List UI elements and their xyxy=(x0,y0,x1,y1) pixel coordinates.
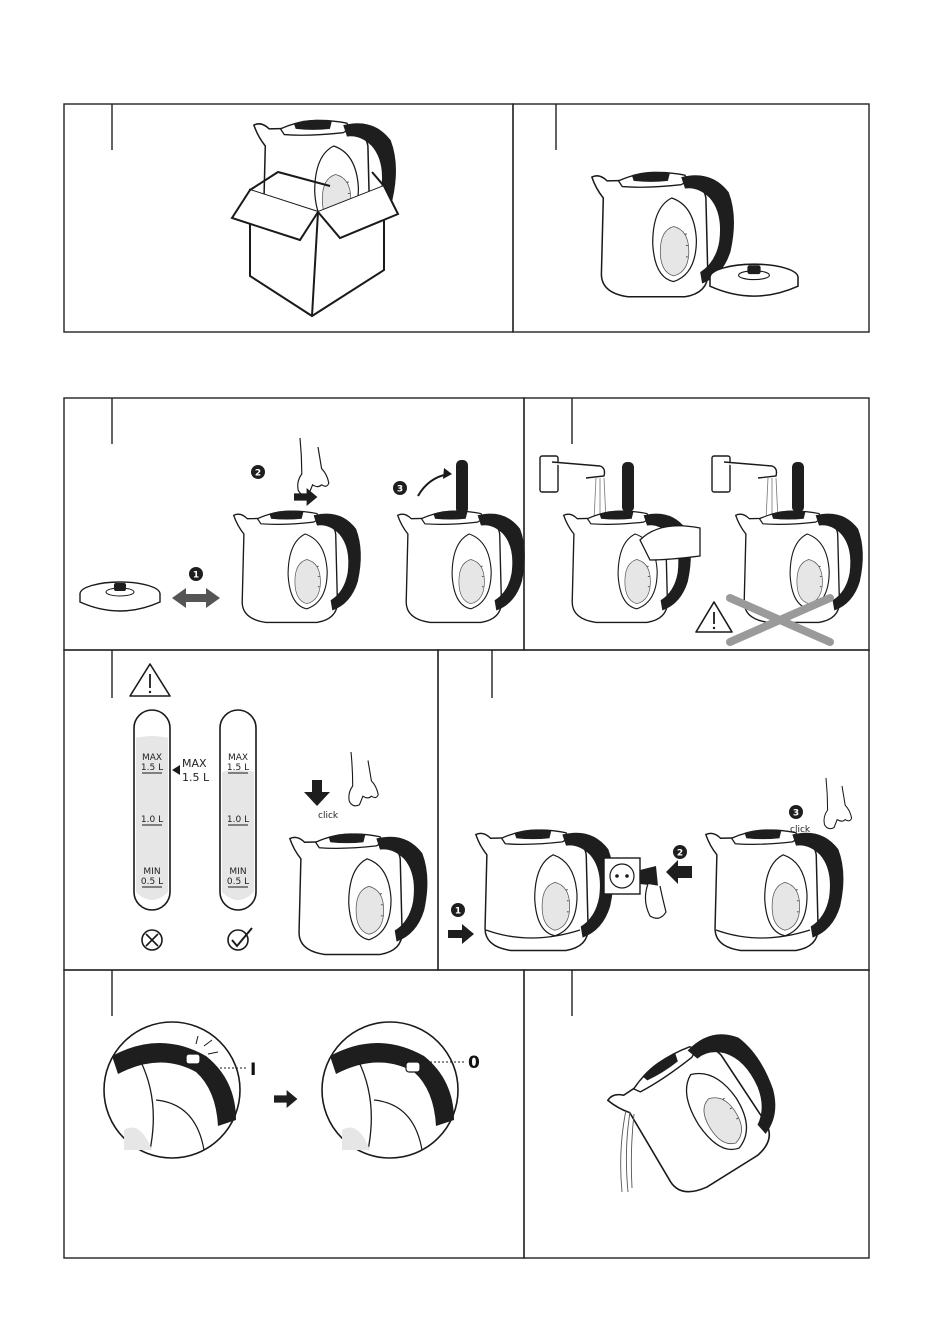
click-label: click xyxy=(318,811,339,821)
level-tube-overfilled: MAX 1.5 L 1.0 L MIN 0.5 L xyxy=(134,710,170,910)
pointer-max-value: 1.5 L xyxy=(182,771,210,784)
base-illustration xyxy=(80,582,160,611)
base-illustration xyxy=(710,264,798,296)
kettle-in-box-illustration xyxy=(232,120,398,316)
kettle-on-base-illustration xyxy=(476,829,614,950)
check-circle-icon xyxy=(228,928,252,950)
power-socket-icon xyxy=(604,858,666,918)
tube-max-label: MAX xyxy=(142,753,162,763)
kettle-open-lid-illustration xyxy=(398,511,525,623)
off-label: 0 xyxy=(468,1053,480,1073)
tube-max-value: 1.5 L xyxy=(227,763,249,773)
pointer-arrow-icon xyxy=(172,765,180,775)
arrow-left-icon xyxy=(666,860,692,884)
tube-min-value: 0.5 L xyxy=(141,877,163,887)
warning-icon xyxy=(696,602,732,632)
kettle-on-base-illustration xyxy=(706,829,844,950)
on-label: I xyxy=(250,1060,256,1080)
panel-water-level: MAX 1.5 L 1.0 L MIN 0.5 L MAX 1.5 L MAX … xyxy=(64,650,438,970)
arrow-right-icon xyxy=(274,1090,297,1108)
tube-max-label: MAX xyxy=(228,753,248,763)
arrow-down-icon xyxy=(304,780,330,806)
panel-switch-on-off: I 0 xyxy=(64,970,524,1258)
lid-open xyxy=(456,460,468,514)
cross-circle-icon xyxy=(142,930,162,950)
hand-icon xyxy=(824,778,852,829)
tube-min-label: MIN xyxy=(143,867,160,877)
water-stream xyxy=(621,1110,634,1192)
click-label: click xyxy=(790,825,811,835)
panel-unpack xyxy=(64,104,513,332)
panel-pour xyxy=(524,970,869,1258)
faucet-icon xyxy=(540,456,606,520)
kettle-illustration xyxy=(290,833,428,954)
pointer-max-label: MAX xyxy=(182,757,207,770)
warning-icon xyxy=(130,664,170,696)
tube-min-value: 0.5 L xyxy=(227,877,249,887)
panel-assemble: 1 2 3 xyxy=(64,398,525,650)
tube-min-label: MIN xyxy=(229,867,246,877)
level-tube-correct: MAX 1.5 L 1.0 L MIN 0.5 L xyxy=(220,710,256,910)
panel-contents xyxy=(513,104,869,332)
panel-fill-water xyxy=(524,398,869,650)
faucet-icon xyxy=(712,456,778,520)
step-number: 2 xyxy=(255,469,261,479)
hand-icon xyxy=(349,752,378,806)
step-number: 1 xyxy=(193,571,199,581)
tube-max-value: 1.5 L xyxy=(141,763,163,773)
switch-off-detail xyxy=(322,1022,466,1158)
kettle-pouring-illustration xyxy=(605,1016,802,1207)
step-number: 1 xyxy=(455,907,461,917)
panel-plug-in: 1 2 3 click xyxy=(438,650,869,970)
step-number: 2 xyxy=(677,849,683,859)
tube-mid-value: 1.0 L xyxy=(141,815,163,825)
hand-icon xyxy=(298,438,329,495)
kettle-illustration xyxy=(234,511,361,623)
tube-mid-value: 1.0 L xyxy=(227,815,249,825)
double-arrow-icon xyxy=(172,588,220,608)
step-number: 3 xyxy=(397,485,403,495)
step-number: 3 xyxy=(793,809,799,819)
switch-on-detail xyxy=(104,1022,246,1158)
arrow-right-icon xyxy=(448,924,474,944)
